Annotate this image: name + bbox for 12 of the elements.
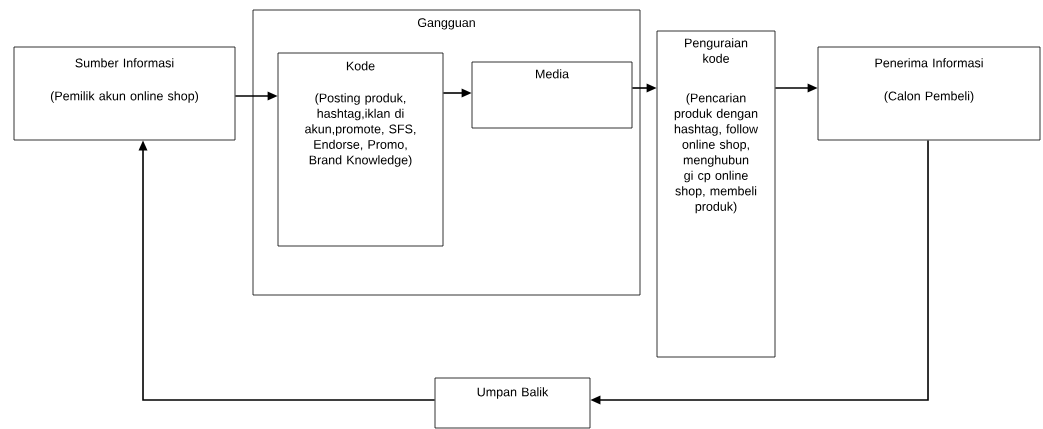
- process-box: Media: [471, 61, 633, 129]
- arrow: [138, 140, 436, 401]
- process-box: Kode (Posting produk, hashtag,iklan di akun,promote, SFS, Endorse, Promo, Brand Knowledge): [277, 52, 444, 247]
- process-box: Penerima Informasi (Calon Pembeli): [817, 46, 1041, 141]
- arrow: [442, 88, 472, 98]
- process-box: Penguraian kode (Pencarian produk dengan hashtag, follow online shop, menghubun gi cp online shop, membeli produk): [656, 30, 776, 358]
- arrow: [631, 83, 657, 93]
- arrow: [234, 91, 278, 101]
- process-box: Umpan Balik: [434, 377, 591, 429]
- arrow: [590, 139, 929, 405]
- process-box: Sumber Informasi (Pemilik akun online shop): [13, 46, 236, 141]
- arrow: [774, 83, 818, 93]
